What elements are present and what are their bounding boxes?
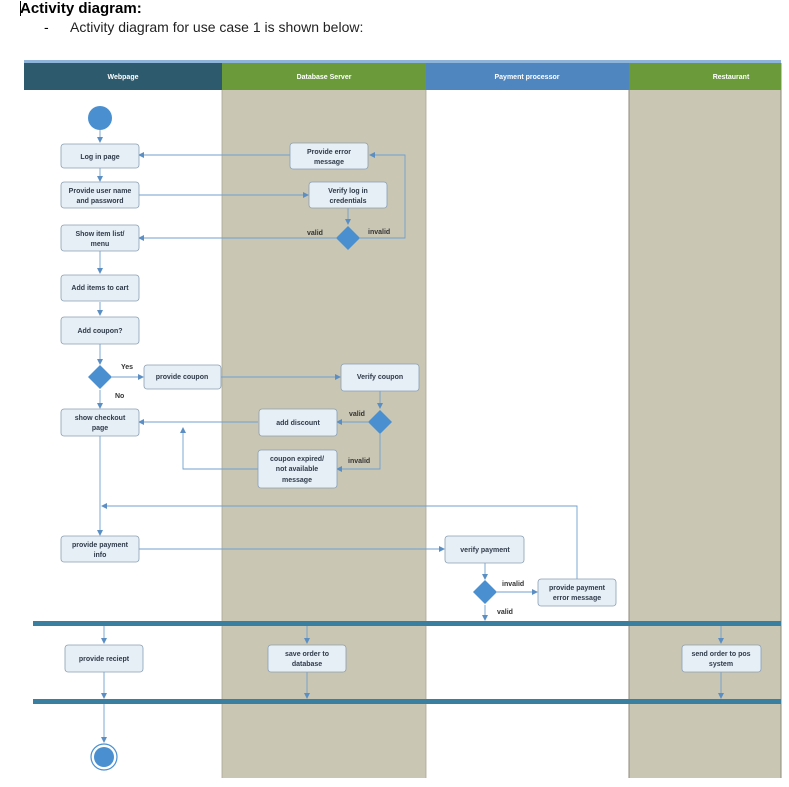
node-payment-error-line2: error message xyxy=(553,595,601,602)
document-subtitle: Activity diagram for use case 1 is shown… xyxy=(70,19,364,35)
node-verify-login-line1: Verify log in xyxy=(328,188,368,195)
node-add-coupon-text: Add coupon? xyxy=(77,328,122,335)
node-add-items-text: Add items to cart xyxy=(71,285,129,292)
fork-bar xyxy=(33,621,781,626)
node-provide-payment: provide payment info xyxy=(60,535,140,563)
lane-header-webpage xyxy=(24,63,222,90)
node-credentials-line1: Provide user name xyxy=(69,188,132,195)
lane-header-database xyxy=(222,63,426,90)
guard-coupon-no: No xyxy=(115,393,124,400)
guard-coupon-valid: valid xyxy=(349,411,365,418)
node-login-text: Log in page xyxy=(80,154,119,161)
flow-lines xyxy=(97,130,724,743)
node-show-items-line2: menu xyxy=(91,241,110,248)
node-show-items: Show item list/ menu xyxy=(60,224,140,252)
node-error-line1: Provide error xyxy=(307,149,351,156)
lane-title-payment: Payment processor xyxy=(495,74,560,81)
node-show-items-line1: Show item list/ xyxy=(75,231,124,238)
decision-coupon-valid xyxy=(368,410,392,434)
node-add-coupon: Add coupon? xyxy=(60,316,140,345)
node-verify-login-line2: credentials xyxy=(330,198,367,205)
node-receipt-text: provide reciept xyxy=(79,656,130,663)
lane-payment-body xyxy=(426,90,629,778)
guard-payment-valid: valid xyxy=(497,609,513,616)
node-verify-coupon: Verify coupon xyxy=(340,363,420,392)
node-payment-info-line2: info xyxy=(94,552,107,559)
node-save-order-line2: database xyxy=(292,661,322,668)
decision-login xyxy=(336,226,360,250)
node-save-order: save order to database xyxy=(267,644,347,673)
node-coupon-expired: coupon expired/ not available message xyxy=(257,449,338,489)
node-show-checkout: show checkout page xyxy=(60,408,140,437)
node-verify-coupon-text: Verify coupon xyxy=(357,374,403,381)
node-verify-payment-text: verify payment xyxy=(460,547,510,554)
lane-title-database: Database Server xyxy=(297,74,352,81)
node-add-discount-text: add discount xyxy=(276,420,320,427)
node-expired-line3: message xyxy=(282,477,312,484)
lane-header-payment xyxy=(426,63,629,90)
node-expired-line1: coupon expired/ xyxy=(270,456,324,463)
decision-payment xyxy=(473,580,497,604)
text-cursor xyxy=(20,1,21,16)
node-provide-credentials: Provide user name and password xyxy=(60,181,140,209)
join-bar xyxy=(33,699,781,704)
node-verify-payment: verify payment xyxy=(444,535,525,564)
lane-restaurant-body xyxy=(629,90,781,778)
guard-login-invalid: invalid xyxy=(368,229,390,236)
node-payment-error-line1: provide payment xyxy=(549,585,606,592)
node-expired-line2: not available xyxy=(276,466,319,473)
node-provide-receipt: provide reciept xyxy=(64,644,144,673)
guard-coupon-invalid: invalid xyxy=(348,458,370,465)
node-error-line2: message xyxy=(314,159,344,166)
lane-title-restaurant: Restaurant xyxy=(713,74,750,81)
node-add-discount: add discount xyxy=(258,408,338,437)
node-checkout-line2: page xyxy=(92,425,108,432)
node-payment-error: provide payment error message xyxy=(537,578,617,607)
node-provide-coupon: provide coupon xyxy=(143,364,222,390)
node-verify-login: Verify log in credentials xyxy=(308,181,388,209)
lane-title-webpage: Webpage xyxy=(108,74,139,81)
node-credentials-line2: and password xyxy=(76,198,123,205)
decision-coupon xyxy=(88,365,112,389)
end-node xyxy=(94,747,114,767)
bullet-dash: - xyxy=(44,19,49,35)
node-send-order-line1: send order to pos xyxy=(691,651,750,658)
node-login: Log in page xyxy=(60,143,140,169)
start-node xyxy=(88,106,112,130)
node-checkout-line1: show checkout xyxy=(75,415,126,422)
node-provide-error: Provide error message xyxy=(289,142,369,170)
node-add-items: Add items to cart xyxy=(60,274,140,302)
node-provide-coupon-text: provide coupon xyxy=(156,374,209,381)
guard-coupon-yes: Yes xyxy=(121,364,133,371)
node-payment-info-line1: provide payment xyxy=(72,542,129,549)
top-accent-stripe xyxy=(24,60,781,63)
document-heading: Activity diagram: xyxy=(20,0,142,17)
node-save-order-line1: save order to xyxy=(285,651,329,658)
lane-header-restaurant xyxy=(629,63,781,90)
guard-payment-invalid: invalid xyxy=(502,581,524,588)
node-send-order-line2: system xyxy=(709,661,733,668)
node-send-order: send order to pos system xyxy=(681,644,762,673)
guard-login-valid: valid xyxy=(307,230,323,237)
